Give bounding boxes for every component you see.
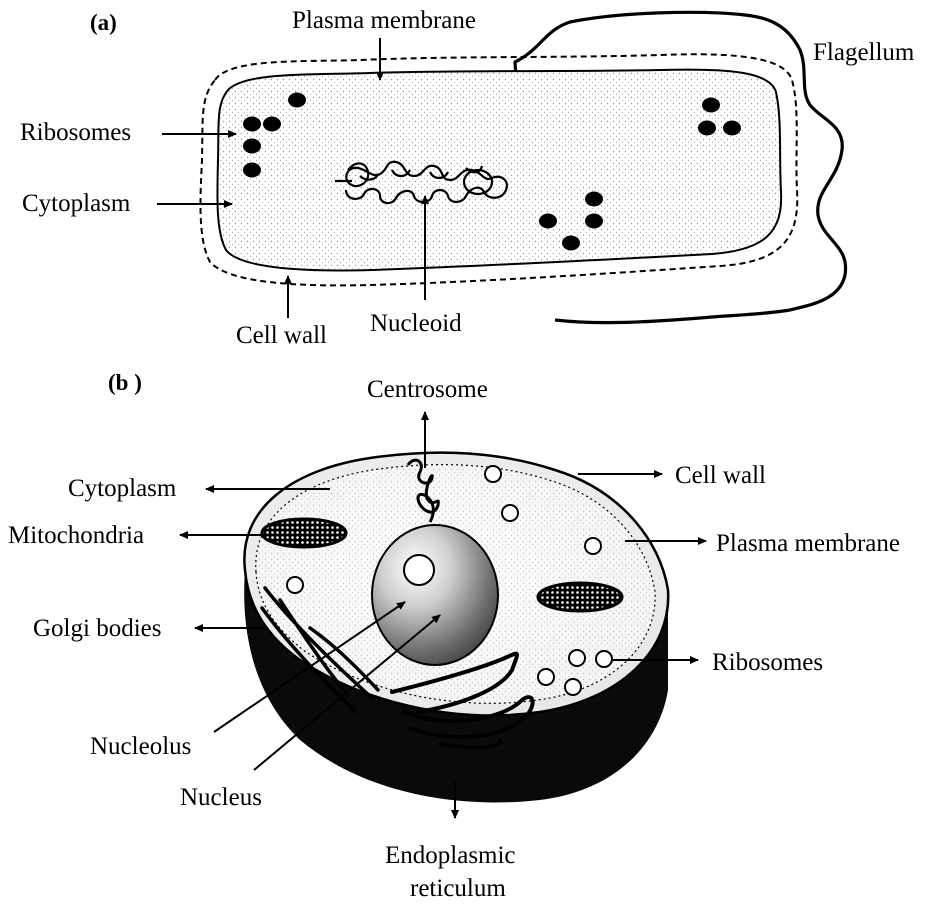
label-nucleoid: Nucleoid bbox=[370, 310, 462, 337]
label-cytoplasm-b: Cytoplasm bbox=[68, 475, 177, 502]
label-cell-wall-b: Cell wall bbox=[675, 462, 766, 489]
label-nucleolus: Nucleolus bbox=[90, 733, 191, 760]
label-cell-wall-a: Cell wall bbox=[236, 322, 327, 349]
label-mitochondria: Mitochondria bbox=[8, 522, 144, 549]
label-nucleus: Nucleus bbox=[180, 784, 262, 811]
label-golgi-bodies: Golgi bodies bbox=[33, 615, 161, 642]
mitochondrion-left bbox=[262, 519, 346, 547]
plant-cell-diagram: (b ) bbox=[8, 370, 900, 902]
label-er-line2: reticulum bbox=[410, 875, 506, 902]
label-ribosomes-b: Ribosomes bbox=[712, 649, 823, 676]
panel-label-b: (b ) bbox=[108, 370, 142, 395]
label-er-line1: Endoplasmic bbox=[385, 842, 516, 869]
nucleolus bbox=[404, 555, 434, 585]
panel-label-a: (a) bbox=[90, 10, 117, 35]
mitochondrion-right bbox=[538, 583, 622, 611]
label-flagellum: Flagellum bbox=[813, 39, 915, 66]
label-ribosomes-a: Ribosomes bbox=[20, 119, 131, 146]
label-plasma-membrane-b: Plasma membrane bbox=[716, 530, 900, 557]
label-centrosome: Centrosome bbox=[367, 376, 488, 403]
label-plasma-membrane-a: Plasma membrane bbox=[292, 7, 476, 34]
label-cytoplasm-a: Cytoplasm bbox=[22, 190, 131, 217]
nucleus bbox=[372, 525, 498, 665]
prokaryotic-cell-diagram: (a) bbox=[20, 7, 915, 349]
